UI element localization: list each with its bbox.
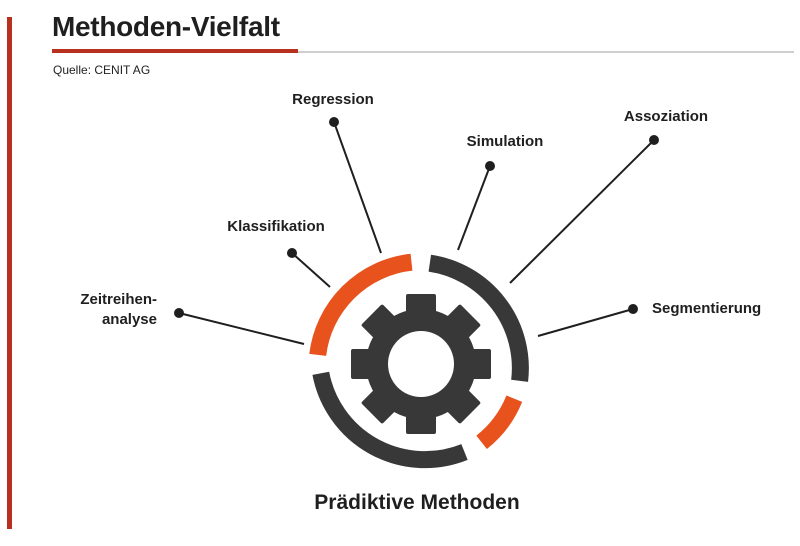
label-klassifikation: Klassifikation xyxy=(227,218,325,235)
connector-dot-regression xyxy=(329,117,339,127)
connector-line-segmentierung xyxy=(537,308,634,337)
ring-arc-dark-right xyxy=(428,254,529,382)
label-zeitreihenanalyse-line1: Zeitreihen- xyxy=(80,291,157,308)
connector-dot-assoziation xyxy=(649,135,659,145)
ring-arc-orange-top-left xyxy=(309,253,413,357)
source-note: Quelle: CENIT AG xyxy=(53,63,151,77)
center-label: Prädiktive Methoden xyxy=(314,491,519,514)
title-underline-rule xyxy=(298,51,794,53)
label-simulation: Simulation xyxy=(467,133,544,150)
label-segmentierung: Segmentierung xyxy=(652,300,761,317)
side-accent-bar xyxy=(7,17,12,529)
connector-line-assoziation xyxy=(509,139,655,284)
ring-arcs xyxy=(309,253,529,469)
label-zeitreihenanalyse-line2: analyse xyxy=(102,311,157,328)
label-regression: Regression xyxy=(292,91,374,108)
label-assoziation: Assoziation xyxy=(624,108,708,125)
connector-line-zeitreihenanalyse xyxy=(178,312,305,345)
connector-line-klassifikation xyxy=(291,252,331,288)
connector-dot-klassifikation xyxy=(287,248,297,258)
ring-arc-dark-bottom-left xyxy=(312,371,468,469)
connector-dot-zeitreihenanalyse xyxy=(174,308,184,318)
gear-icon xyxy=(351,294,491,434)
connector-line-simulation xyxy=(457,165,491,251)
title-underline-accent xyxy=(52,49,298,53)
page-title: Methoden-Vielfalt xyxy=(52,11,280,42)
connectors xyxy=(174,117,659,345)
connector-line-regression xyxy=(333,121,382,254)
ring-arc-orange-bottom-right xyxy=(476,395,523,449)
connector-dot-segmentierung xyxy=(628,304,638,314)
connector-dot-simulation xyxy=(485,161,495,171)
